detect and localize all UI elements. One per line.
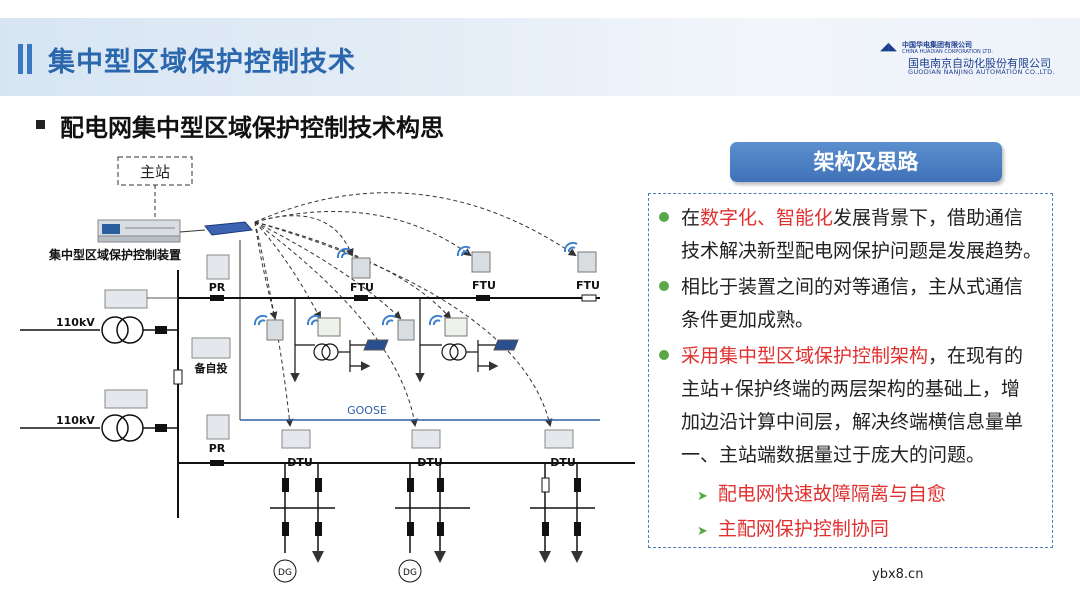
ftu-label-2: FTU [472, 279, 496, 292]
s1-text: 配电网快速故障隔离与自愈 [717, 483, 946, 505]
goose-label: GOOSE [347, 404, 387, 417]
solar-panel-icon [363, 339, 519, 351]
relay-device [104, 289, 148, 309]
logo-en: CHINA HUADIAN CORPORATION LTD. [902, 49, 993, 55]
dtu-label-2: DTU [417, 456, 443, 469]
backup-device [191, 337, 231, 359]
wifi-icon [253, 241, 578, 326]
company-name-en: GUODIAN NANJING AUTOMATION CO.,LTD. [908, 68, 1055, 76]
chevron-right-icon: ➤ [697, 524, 708, 539]
logo-cn: 中国华电集团有限公司 [902, 41, 972, 49]
title-bar-mark [18, 44, 23, 74]
ftu-label-3: FTU [576, 279, 600, 292]
huadian-logo-icon: ◢◣ [880, 40, 897, 53]
pr-device-1 [206, 254, 230, 280]
p3-b: 主站+保护终端的两层架构的基础上，增 [681, 378, 1020, 400]
idea-panel: 在数字化、智能化发展背景下，借助通信 技术解决新型配电网保护问题是发展趋势。 相… [648, 193, 1053, 548]
pr-label-1: PR [209, 281, 226, 294]
p1-a: 在 [681, 207, 701, 229]
relay-device [104, 389, 148, 409]
architecture-button: 架构及思路 [730, 142, 1002, 182]
sub-point-1: ➤ 配电网快速故障隔离与自愈 [697, 479, 946, 506]
transformer-icon [101, 316, 129, 344]
p3-d: 一、主站端数据量过于庞大的问题。 [681, 444, 986, 466]
ftu-group: FTU FTU FTU [350, 251, 600, 302]
p1-b: 发展背景下，借助通信 [833, 207, 1024, 229]
p3-red: 采用集中型区域保护控制架构 [681, 345, 929, 367]
p2-a: 相比于装置之间的对等通信，主从式通信 [681, 276, 1024, 298]
pr-device-2 [206, 414, 230, 440]
dtu-label-3: DTU [550, 456, 576, 469]
kv-label-2: 110kV [56, 414, 95, 427]
kv-label-1: 110kV [56, 316, 95, 329]
green-dot-icon [659, 280, 669, 291]
header-banner [0, 18, 1080, 96]
dg-label-2: DG [403, 568, 417, 578]
point-1: 在数字化、智能化发展背景下，借助通信 技术解决新型配电网保护问题是发展趋势。 [659, 202, 1049, 268]
s2-text: 主配网保护控制协同 [717, 518, 889, 540]
p2-b: 条件更加成熟。 [681, 309, 815, 331]
device-label: 集中型区域保护控制装置 [48, 247, 181, 262]
point-2: 相比于装置之间的对等通信，主从式通信 条件更加成熟。 [659, 271, 1049, 337]
section-subtitle: 配电网集中型区域保护控制技术构思 [60, 114, 444, 142]
p3-c: 加边沿计算中间层，解决终端横信息量单 [681, 411, 1024, 433]
dtu-label-1: DTU [287, 456, 313, 469]
p3-a: ，在现有的 [928, 345, 1024, 367]
central-device [97, 219, 181, 243]
green-dot-icon [659, 211, 669, 222]
p1-red: 数字化、智能化 [700, 207, 834, 229]
page-title: 集中型区域保护控制技术 [48, 47, 356, 78]
company-name-cn: 国电南京自动化股份有限公司 [908, 57, 1051, 70]
pr-label-2: PR [209, 442, 226, 455]
transformer-icon [101, 414, 129, 442]
master-station-label: 主站 [140, 163, 170, 181]
square-bullet-icon [36, 120, 45, 129]
p1-c: 技术解决新型配电网保护问题是发展趋势。 [681, 240, 1043, 262]
dg-label-1: DG [278, 568, 292, 578]
dg-generator-icon [273, 559, 297, 583]
network-switch-icon [179, 221, 253, 236]
dg-generator-icon [398, 559, 422, 583]
point-3: 采用集中型区域保护控制架构，在现有的 主站+保护终端的两层架构的基础上，增 加边… [659, 340, 1049, 472]
watermark: ybx8.cn [872, 567, 924, 582]
chevron-right-icon: ➤ [697, 489, 708, 504]
company-logo: ◢◣ 中国华电集团有限公司 CHINA HUADIAN CORPORATION … [880, 40, 1055, 76]
ftu-label-1: FTU [350, 281, 374, 294]
green-dot-icon [659, 349, 669, 360]
backup-label: 备自投 [194, 361, 228, 375]
dtu-group: DTU DTU DTU [281, 429, 576, 469]
architecture-diagram: 主站 集中型区域保护控制装置 PR PR 110kV [20, 156, 635, 583]
title-bar-mark [27, 44, 32, 74]
sub-point-2: ➤ 主配网保护控制协同 [697, 514, 889, 541]
